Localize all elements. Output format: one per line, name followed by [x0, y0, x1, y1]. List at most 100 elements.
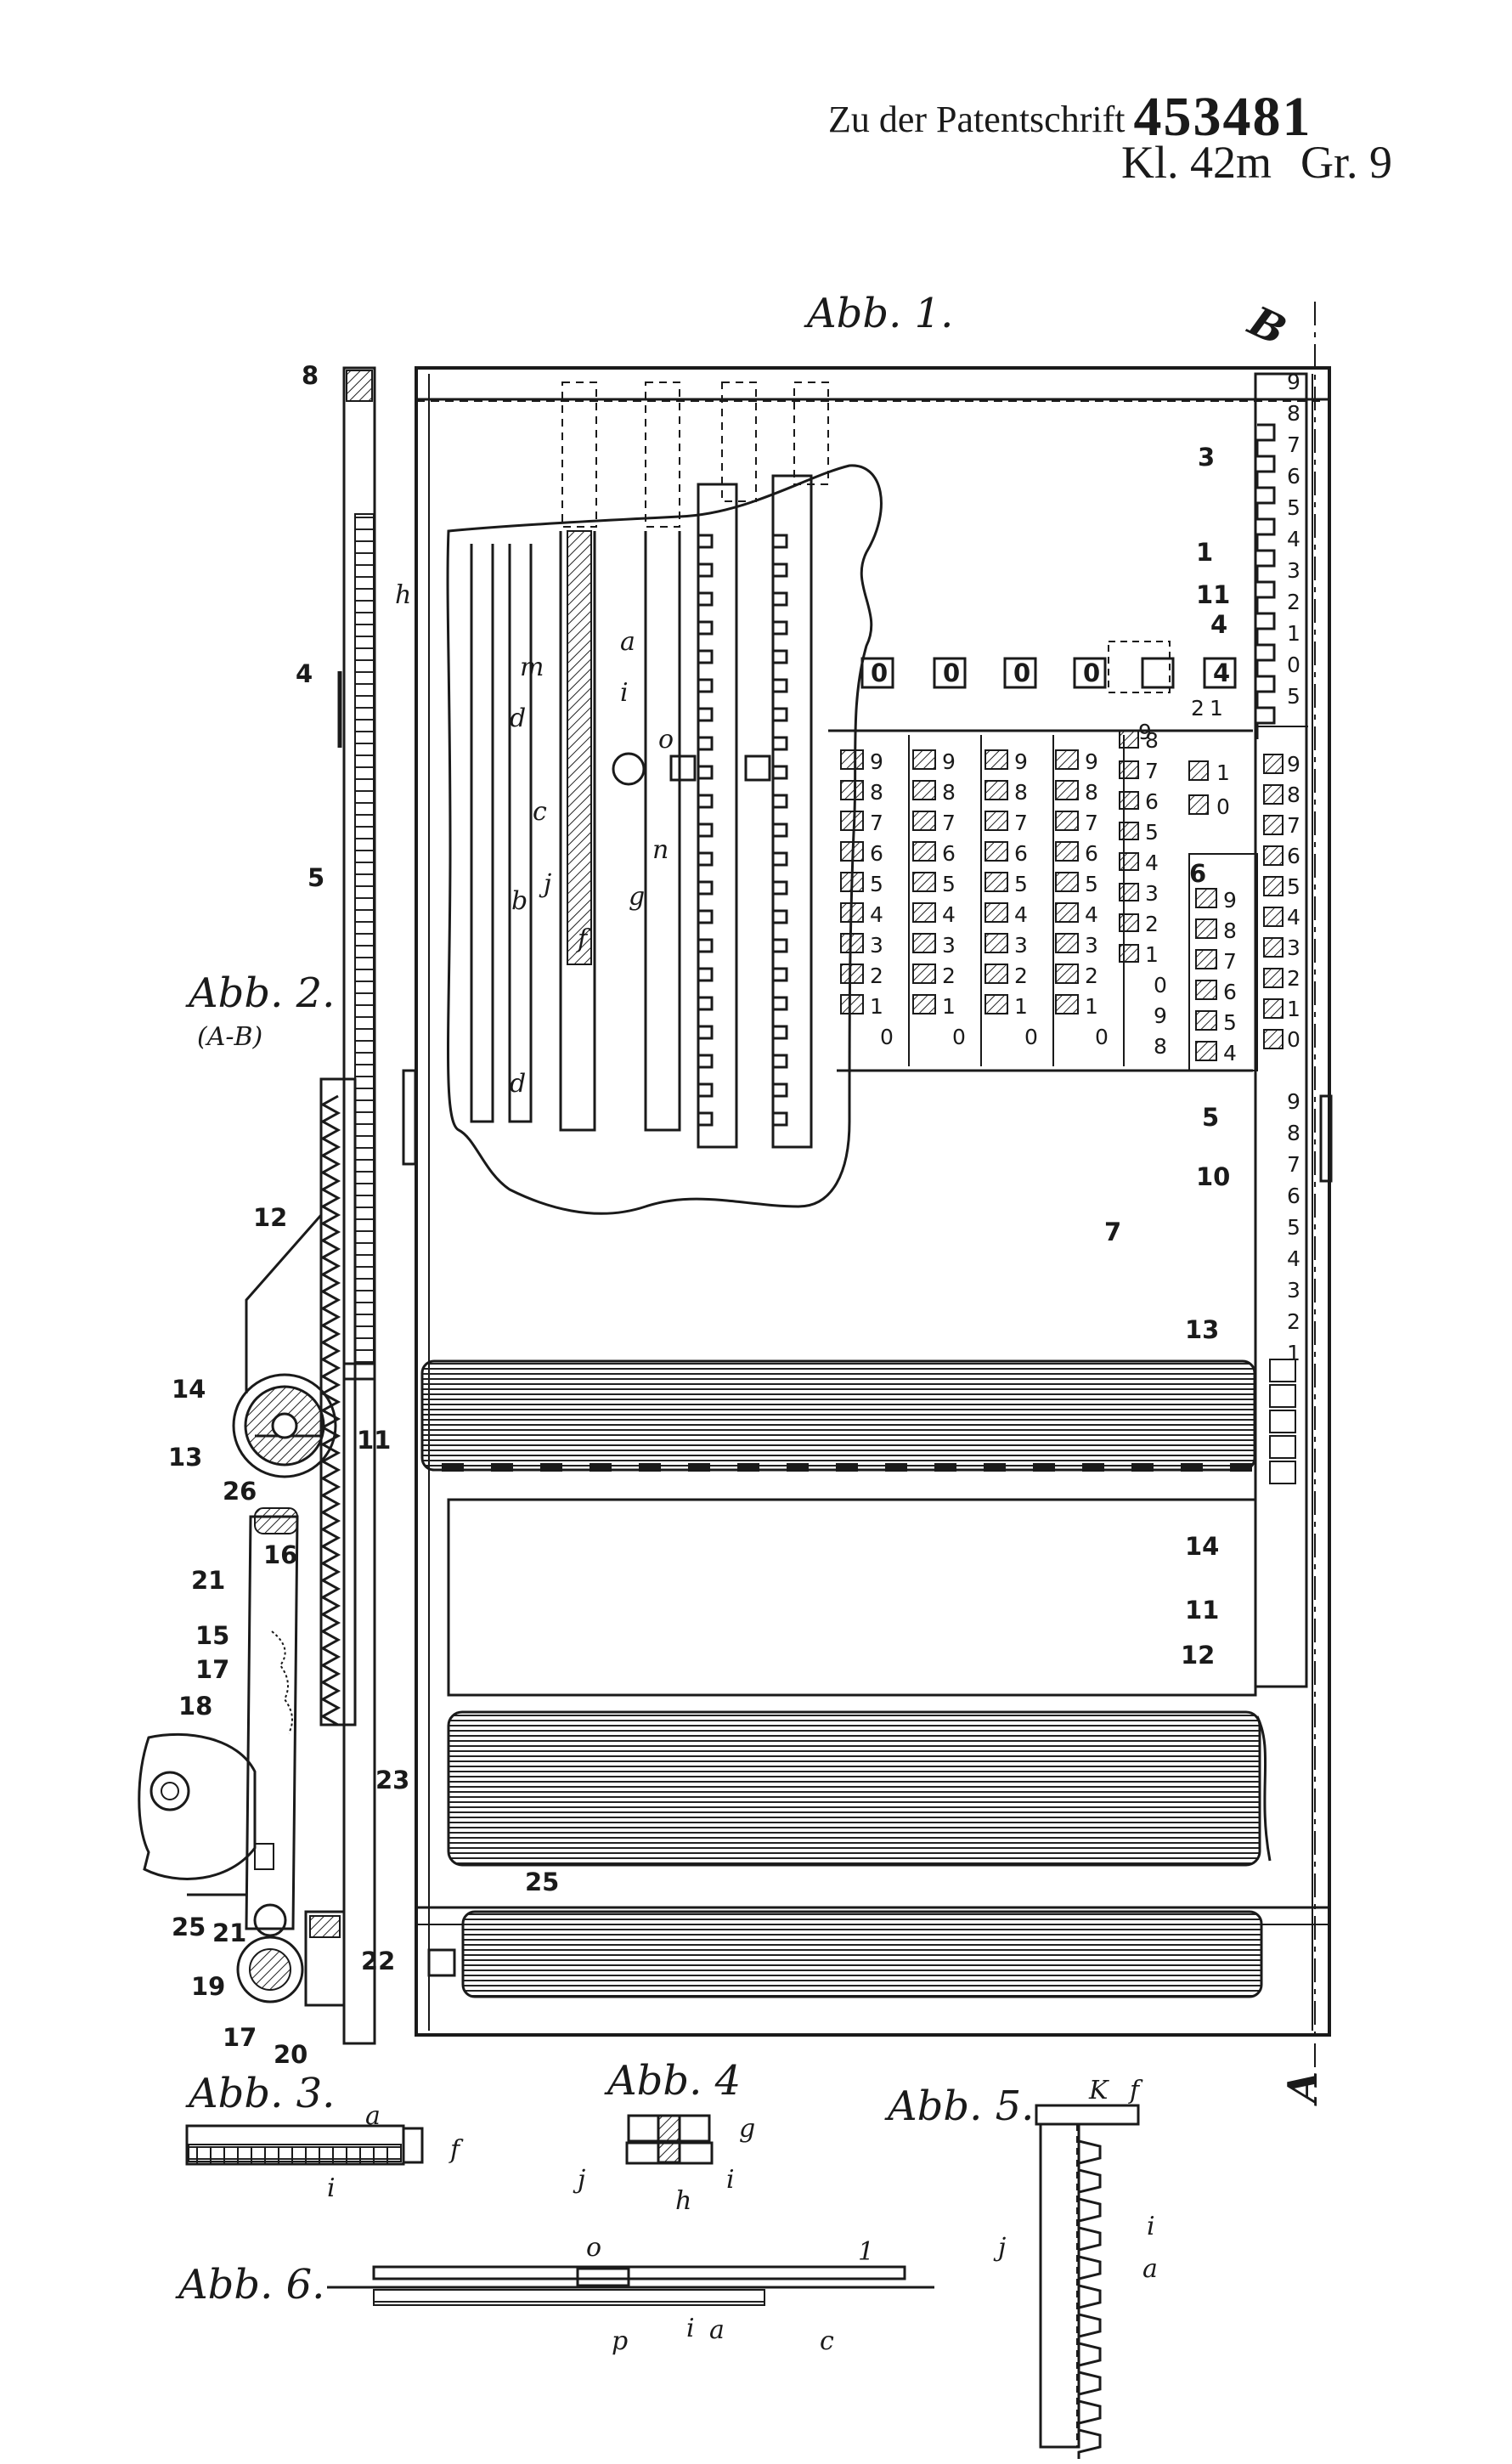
figure-abb3: Abb. 3. a f i	[185, 2070, 464, 2203]
key-digit: 2	[1085, 964, 1098, 988]
abb2-gear-19	[236, 1936, 304, 2003]
key-button[interactable]	[1055, 872, 1079, 892]
key-button[interactable]	[1119, 944, 1139, 963]
strip-key-button[interactable]	[1263, 907, 1284, 927]
key-button[interactable]	[1188, 760, 1209, 781]
slider-block-n	[669, 754, 697, 782]
key-button[interactable]	[984, 811, 1008, 831]
key-digit: 0	[1095, 1025, 1109, 1049]
key-button[interactable]	[1195, 888, 1217, 908]
key-button[interactable]	[912, 780, 936, 800]
key-button[interactable]	[840, 964, 864, 984]
key-button[interactable]	[1055, 994, 1079, 1014]
key-button[interactable]	[984, 964, 1008, 984]
key-button[interactable]	[912, 749, 936, 770]
key-digit: 7	[1014, 811, 1028, 835]
strip-key-button[interactable]	[1263, 845, 1284, 866]
key-button[interactable]	[912, 933, 936, 953]
key-digit: 0	[880, 1025, 894, 1049]
roller-tab	[1082, 1463, 1104, 1472]
key-digit: 1	[1085, 994, 1098, 1019]
key-button[interactable]	[1195, 918, 1217, 939]
key-button[interactable]	[840, 933, 864, 953]
key-button[interactable]	[1119, 913, 1139, 932]
key-button[interactable]	[1055, 841, 1079, 862]
key-button[interactable]	[1119, 730, 1139, 749]
key-digit: 5	[1145, 820, 1159, 845]
key-button[interactable]	[1055, 964, 1079, 984]
strip-key-button[interactable]	[1263, 968, 1284, 988]
ref-f-abb3: f	[449, 2135, 464, 2165]
key-button[interactable]	[912, 811, 936, 831]
strip-key-button[interactable]	[1263, 876, 1284, 896]
strip-key-button[interactable]	[1263, 815, 1284, 835]
strip-digit-middle: 8	[1287, 783, 1300, 807]
strip-digit-bottom: 4	[1287, 1246, 1300, 1271]
key-digit: 5	[1085, 872, 1098, 896]
key-button[interactable]	[1055, 780, 1079, 800]
ref-f-abb5: f	[1128, 2076, 1143, 2105]
key-button[interactable]	[912, 872, 936, 892]
key-button[interactable]	[984, 841, 1008, 862]
key-button[interactable]	[1055, 811, 1079, 831]
figure-abb4: Abb. 4 g j h i	[573, 2057, 755, 2216]
key-button[interactable]	[1195, 1010, 1217, 1031]
key-button[interactable]	[984, 933, 1008, 953]
key-button[interactable]	[1055, 749, 1079, 770]
key-button[interactable]	[1055, 902, 1079, 923]
key-button[interactable]	[1119, 852, 1139, 871]
key-button[interactable]	[1055, 933, 1079, 953]
ref-10-abb1: 10	[1196, 1162, 1230, 1191]
key-button[interactable]	[1195, 949, 1217, 969]
abb2-cam-axle-inner	[161, 1782, 179, 1800]
key-button[interactable]	[1119, 883, 1139, 901]
key-button[interactable]	[840, 811, 864, 831]
strip-small-window	[1269, 1384, 1296, 1408]
key-button[interactable]	[1195, 1041, 1217, 1061]
key-digit: 6	[1014, 841, 1028, 866]
strip-small-window	[1269, 1359, 1296, 1382]
key-button[interactable]	[912, 841, 936, 862]
key-button[interactable]	[1119, 791, 1139, 810]
strip-digit-top: 9	[1287, 370, 1300, 394]
strip-key-button[interactable]	[1263, 784, 1284, 805]
key-button[interactable]	[912, 994, 936, 1014]
key-button[interactable]	[840, 749, 864, 770]
strip-key-button[interactable]	[1263, 754, 1284, 774]
key-button[interactable]	[840, 994, 864, 1014]
column-b-header-digit: 1	[1210, 696, 1223, 721]
key-button[interactable]	[912, 964, 936, 984]
figure-caption-abb3: Abb. 3.	[185, 2070, 335, 2117]
key-button[interactable]	[1195, 980, 1217, 1000]
strip-key-button[interactable]	[1263, 937, 1284, 958]
key-button[interactable]	[840, 780, 864, 800]
key-button[interactable]	[1119, 822, 1139, 840]
strip-digit-top: 2	[1287, 590, 1300, 614]
ref-4-abb2: 4	[296, 659, 313, 688]
key-button[interactable]	[984, 902, 1008, 923]
left-clamp-10	[402, 1069, 417, 1166]
key-button[interactable]	[984, 872, 1008, 892]
key-button[interactable]	[1119, 760, 1139, 779]
key-button[interactable]	[984, 994, 1008, 1014]
key-button[interactable]	[840, 872, 864, 892]
key-button[interactable]	[840, 902, 864, 923]
key-button[interactable]	[1188, 794, 1209, 815]
key-button[interactable]	[984, 749, 1008, 770]
ref-d-abb1-top: d	[510, 704, 526, 733]
figure-abb2: Abb. 2. (A-B) 8	[138, 361, 409, 2069]
pinion-wheel-o	[612, 752, 646, 786]
strip-key-button[interactable]	[1263, 1029, 1284, 1049]
figure-abb1: Abb. 1.	[357, 290, 1333, 2106]
ref-g-abb4: g	[739, 2114, 755, 2144]
key-button[interactable]	[840, 841, 864, 862]
key-button[interactable]	[984, 780, 1008, 800]
slider-guides-hidden	[561, 381, 829, 528]
key-digit: 4	[870, 902, 883, 927]
key-button[interactable]	[912, 902, 936, 923]
key-digit: 5	[870, 872, 883, 896]
strip-key-button[interactable]	[1263, 998, 1284, 1019]
strip-digit-bottom: 5	[1287, 1215, 1300, 1240]
